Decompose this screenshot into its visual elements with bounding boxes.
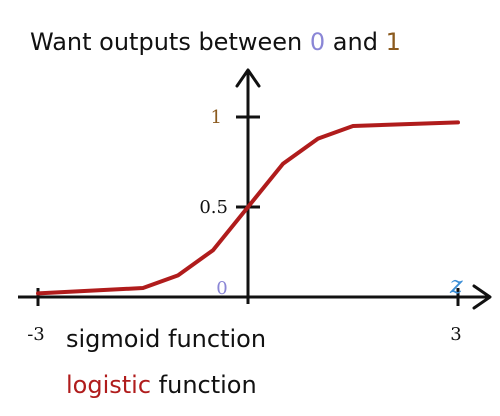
caption-sigmoid: sigmoid function xyxy=(66,325,266,353)
chart-title: Want outputs between 0 and 1 xyxy=(30,28,401,56)
caption-logistic: logistic function xyxy=(66,371,257,399)
axes xyxy=(18,68,492,310)
title-zero-value: 0 xyxy=(310,28,325,56)
x-axis-label: z xyxy=(449,271,463,299)
y-tick-label: 1 xyxy=(211,107,222,128)
caption-logistic-word: logistic xyxy=(66,371,151,399)
y-axis-arrow xyxy=(235,68,261,88)
title-middle: and xyxy=(325,28,385,56)
y-tick-label: 0.5 xyxy=(199,197,228,218)
curve-layer xyxy=(36,120,460,296)
caption-logistic-rest: function xyxy=(151,371,257,399)
y-tick-label: 0 xyxy=(216,278,227,299)
x-axis-arrow xyxy=(472,284,492,310)
title-one-value: 1 xyxy=(386,28,401,56)
x-tick-label: -3 xyxy=(27,324,45,345)
ticks: -3 3 0 0.5 1 xyxy=(27,107,462,345)
x-tick-label: 3 xyxy=(450,324,461,345)
title-prefix: Want outputs between xyxy=(30,28,310,56)
